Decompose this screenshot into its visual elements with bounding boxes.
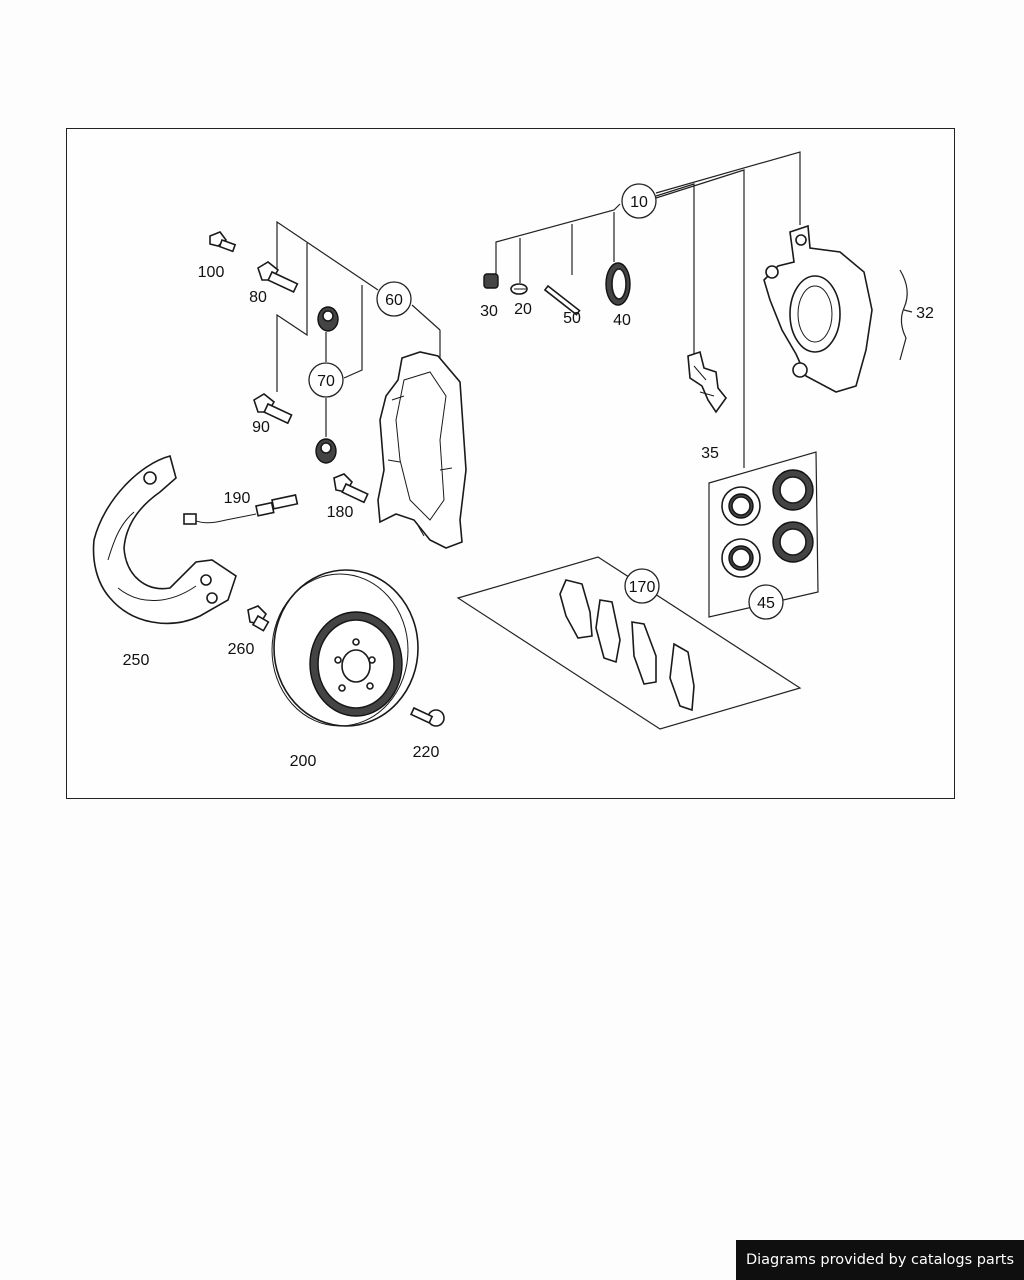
bolt-90-icon (253, 393, 293, 425)
callout-35[interactable]: 35 (701, 445, 719, 462)
bolt-260-icon (247, 605, 270, 632)
screw-220-icon (409, 706, 445, 727)
callout-70[interactable]: 70 (317, 373, 335, 390)
callout-250[interactable]: 250 (123, 652, 150, 669)
callout-220[interactable]: 220 (413, 744, 440, 761)
bolt-180-icon (333, 473, 369, 504)
callout-260[interactable]: 260 (228, 641, 255, 658)
brake-disc-200-icon (271, 569, 419, 727)
callout-170[interactable]: 170 (629, 579, 656, 596)
callout-bubble-45 (748, 584, 784, 620)
bushing-70-icon (315, 306, 339, 464)
callout-bubble-60 (376, 281, 412, 317)
callout-bubble-10 (621, 183, 657, 219)
callout-60[interactable]: 60 (385, 292, 403, 309)
credit-text: Diagrams provided by catalogs parts (745, 1252, 1015, 1268)
pin-50-icon (543, 284, 581, 316)
callout-bubbles (308, 183, 784, 620)
callout-10[interactable]: 10 (630, 194, 648, 211)
caliper-bracket-60-icon (377, 351, 467, 549)
bolt-100-icon (209, 231, 237, 253)
splash-shield-250-icon (92, 455, 237, 625)
callout-40[interactable]: 40 (613, 312, 631, 329)
boot-30-icon (483, 273, 499, 289)
guide-20-icon (510, 283, 528, 295)
caliper-housing-10-icon (763, 224, 873, 393)
callout-32[interactable]: 32 (916, 305, 934, 322)
bolt-80-icon (257, 261, 299, 294)
callout-bubble-70 (308, 362, 344, 398)
callout-200[interactable]: 200 (290, 753, 317, 770)
callout-20[interactable]: 20 (514, 301, 532, 318)
callout-190[interactable]: 190 (224, 490, 251, 507)
callout-50[interactable]: 50 (563, 310, 581, 327)
callout-90[interactable]: 90 (252, 419, 270, 436)
leader-lines (276, 151, 913, 730)
callout-bubble-170 (624, 568, 660, 604)
callout-80[interactable]: 80 (249, 289, 267, 306)
callout-labels: 10 60 70 170 45 100 80 90 30 20 50 40 32… (123, 194, 934, 770)
callout-100[interactable]: 100 (198, 264, 225, 281)
seal-kit-45-icon (721, 469, 814, 578)
seal-40-icon (605, 262, 631, 306)
wear-sensor-190-icon (183, 494, 299, 525)
callout-45[interactable]: 45 (757, 595, 775, 612)
spring-35-icon (687, 350, 728, 414)
callout-180[interactable]: 180 (327, 504, 354, 521)
callout-30[interactable]: 30 (480, 303, 498, 320)
brake-pads-170-icon (559, 579, 695, 712)
credit-badge: Diagrams provided by catalogs parts (736, 1240, 1024, 1280)
